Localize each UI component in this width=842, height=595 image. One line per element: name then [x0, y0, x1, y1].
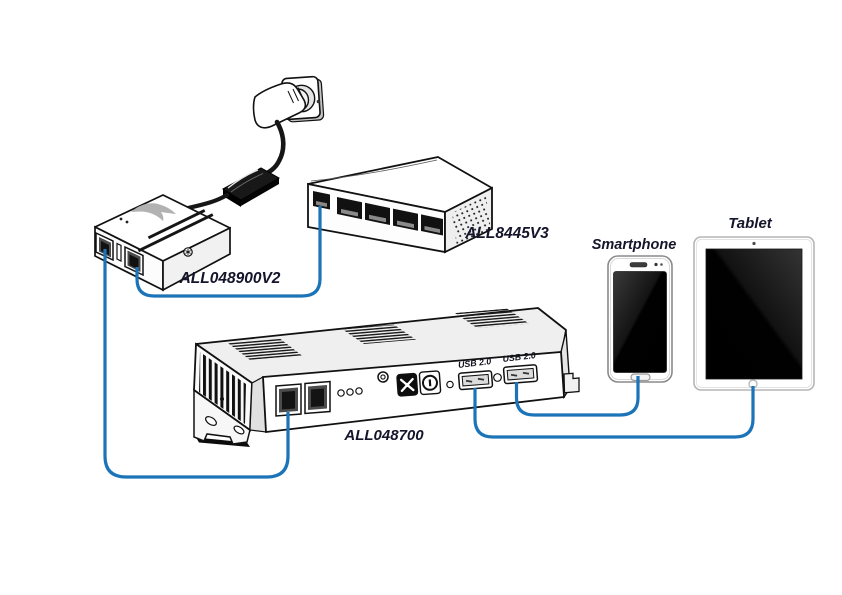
cable-injector-to-mainunit [103, 249, 290, 479]
brand-bird-logo-icon [131, 203, 176, 221]
adapter-highlight-2 [230, 173, 264, 193]
power-adapter [222, 167, 281, 207]
status-led [337, 389, 345, 397]
poe-injector-device [94, 194, 231, 292]
plug-grip-lines [287, 87, 304, 104]
smartphone-device [607, 255, 673, 383]
bracket-hole [205, 416, 217, 426]
optical-port-icon [396, 372, 419, 397]
cable-usb1-to-tablet [473, 386, 755, 439]
coax-connector-icon [418, 370, 442, 396]
tablet-label: Tablet [728, 215, 773, 232]
injector-label: ALL048900V2 [179, 270, 281, 287]
smartphone-sensor-dot [660, 263, 663, 266]
status-led [355, 387, 363, 395]
smartphone-speaker [629, 262, 648, 268]
status-led [446, 380, 454, 389]
switch-label: ALL8445V3 [464, 225, 549, 242]
status-led [493, 373, 502, 382]
mainunit-top-vents-2 [342, 324, 416, 344]
tablet-camera-icon [752, 241, 756, 246]
smartphone-home-button [630, 373, 651, 382]
injector-rj45-port-1 [95, 231, 114, 262]
tablet-device [693, 236, 815, 391]
cable-injector-to-switch [135, 206, 322, 298]
smartphone-camera-icon [654, 262, 658, 267]
injector-led-dot [119, 217, 123, 221]
ethernet-switch-device [307, 156, 493, 254]
switch-rj45-port-5 [421, 214, 443, 236]
main-unit-device: USB 2.0 USB 2.0 [193, 307, 580, 447]
mainunit-rj45-port-1 [275, 383, 302, 417]
mainunit-left-hole [220, 397, 224, 401]
switch-rj45-port-1 [313, 191, 330, 210]
plug-body [252, 82, 307, 129]
mainunit-left-vent-bars [199, 352, 246, 424]
mainunit-bracket-shadow [196, 437, 250, 447]
switch-rj45-port-3 [365, 202, 390, 225]
mainunit-top-vents-1 [228, 338, 302, 360]
power-plug [252, 82, 310, 129]
outlet-screw-icon [316, 99, 321, 104]
injector-vent-slats [146, 207, 207, 241]
adapter-end [241, 178, 279, 206]
switch-vent-dots [452, 196, 491, 247]
injector-right-face [162, 226, 231, 292]
usb-port-2 [502, 364, 539, 385]
power-cable-plug-to-adapter [261, 119, 286, 178]
status-led [346, 388, 354, 396]
power-cable-adapter-to-injector [185, 192, 230, 211]
smartphone-label: Smartphone [592, 237, 677, 253]
usb-port-2-label: USB 2.0 [502, 350, 536, 364]
switch-rj45-port-4 [393, 208, 418, 231]
injector-led-dot [125, 220, 129, 224]
switch-lid-crease [310, 159, 438, 182]
bracket-hole [233, 425, 245, 435]
smartphone-screen [613, 271, 667, 373]
usb-port-1-label: USB 2.0 [458, 356, 492, 370]
mainunit-right-bracket [563, 372, 580, 394]
mainunit-top-vents-3 [455, 308, 529, 328]
adapter-highlight [227, 169, 259, 189]
mainunit-rj45-port-2 [304, 380, 331, 415]
tablet-screen [705, 248, 803, 380]
mainunit-screw-icon [377, 371, 389, 383]
injector-vent-slats [136, 211, 215, 254]
usb-port-1 [457, 370, 494, 391]
cable-usb2-to-smartphone [514, 376, 640, 417]
switch-rj45-port-2 [337, 197, 362, 220]
injector-divider-slot [116, 242, 122, 262]
injector-screw-icon [183, 247, 193, 257]
mainunit-label: ALL048700 [343, 427, 424, 444]
